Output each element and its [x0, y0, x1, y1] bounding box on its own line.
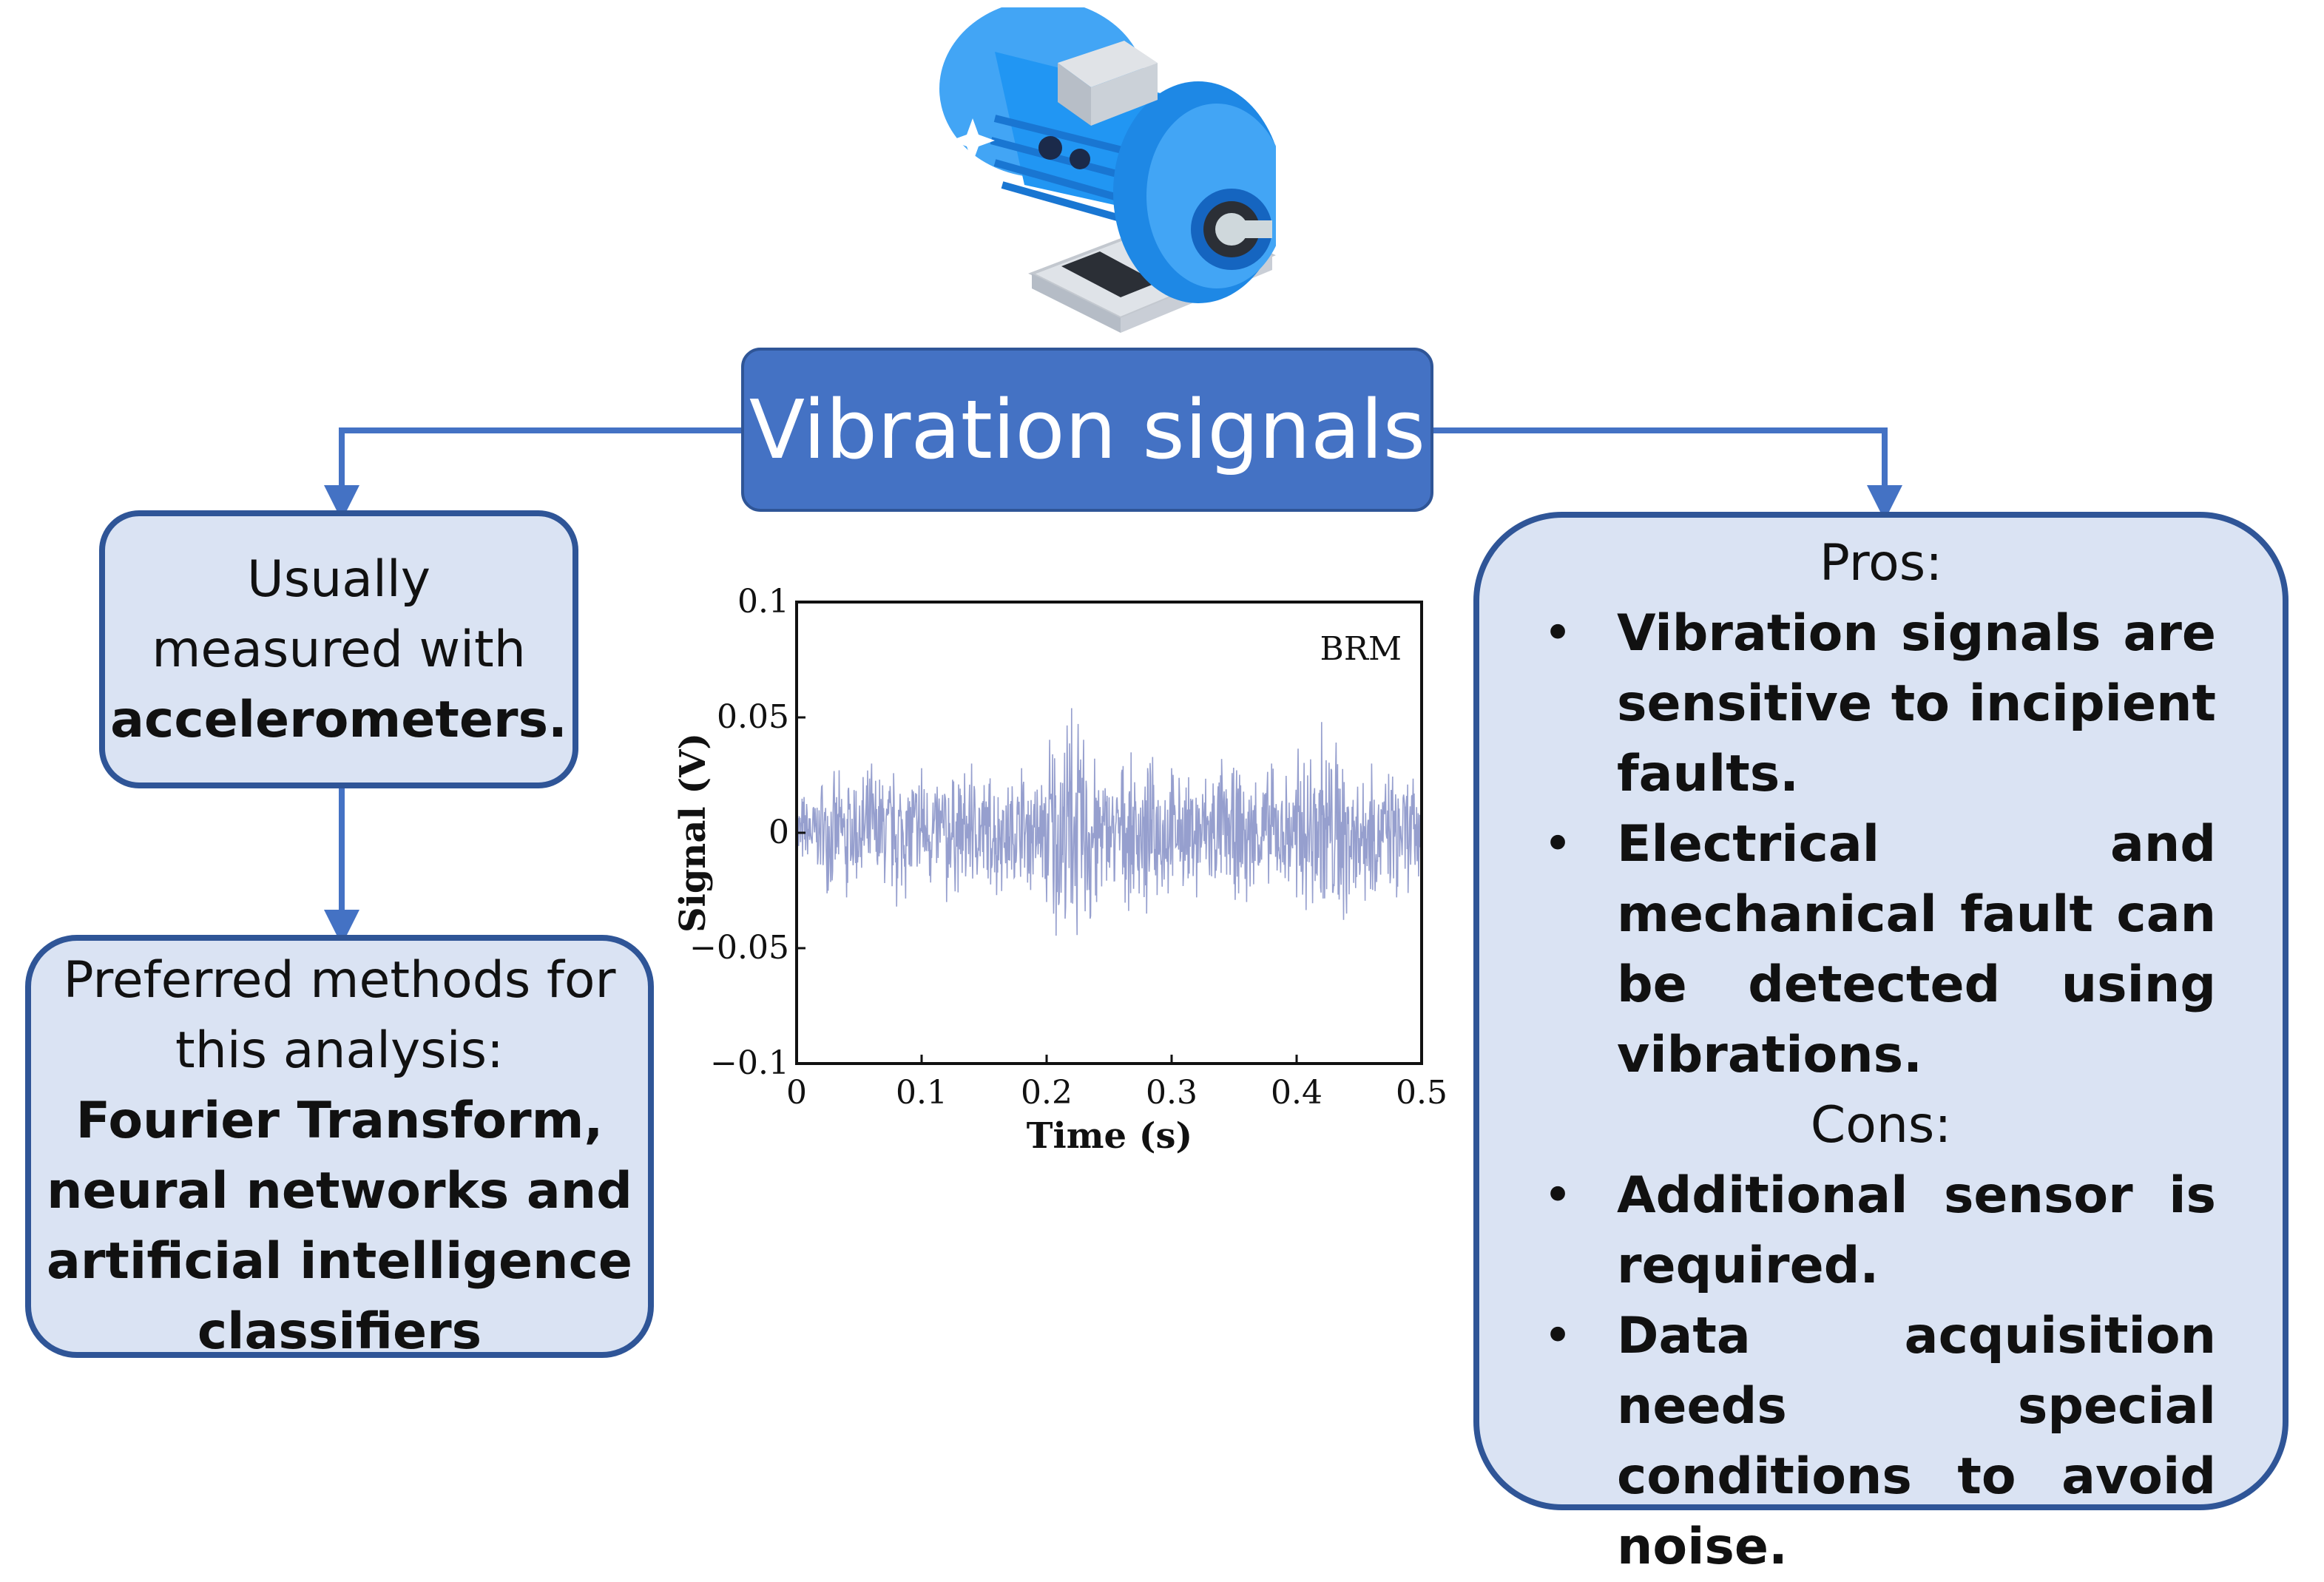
cons-list: Additional sensor is required. Data acqu…: [1479, 1160, 2283, 1582]
pros-cons-box: Pros: Vibration signals are sensitive to…: [1473, 512, 2288, 1576]
measurement-box: Usually measured with accelerometers.: [99, 510, 578, 788]
x-tick-label: 0.5: [1396, 1074, 1448, 1112]
x-tick-label: 0.3: [1146, 1074, 1198, 1112]
methods-line-1: Preferred methods for: [63, 951, 616, 1010]
x-tick-label: 0.4: [1271, 1074, 1323, 1112]
methods-line-2: this analysis:: [175, 1021, 504, 1080]
signal-trace: [796, 708, 1422, 936]
y-tick-label: 0.1: [737, 583, 789, 621]
methods-bold-1: Fourier Transform,: [75, 1092, 604, 1150]
x-tick-label: 0: [786, 1074, 807, 1112]
connector-title-to-pros: [1433, 427, 1902, 521]
methods-bold-4: classifiers: [197, 1302, 482, 1361]
y-tick-label: −0.1: [710, 1044, 789, 1082]
signal-series-line: [796, 708, 1422, 936]
x-tick-label: 0.2: [1021, 1074, 1073, 1112]
methods-bold-3: artificial intelligence: [46, 1232, 633, 1291]
cons-heading: Cons:: [1810, 1096, 1952, 1155]
x-axis-label: Time (s): [1027, 1115, 1192, 1157]
measure-line-1: Usually: [247, 550, 430, 609]
methods-box: Preferred methods for this analysis: Fou…: [25, 935, 654, 1361]
connector-lines: [324, 427, 1902, 945]
pros-item: Vibration signals are sensitive to incip…: [1479, 598, 2283, 809]
measure-line-2: measured with: [152, 620, 526, 679]
y-tick-label: 0: [769, 814, 789, 851]
pros-list: Vibration signals are sensitive to incip…: [1479, 598, 2283, 1090]
title-box: Vibration signals: [741, 348, 1433, 512]
y-tick-label: −0.05: [689, 929, 789, 967]
vibration-signal-chart: 0.1 0.05 0 −0.05 −0.1 0 0.1 0.2 0.3 0.4 …: [672, 583, 1448, 1157]
cons-item: Additional sensor is required.: [1479, 1160, 2283, 1301]
connector-title-to-measure: [324, 427, 741, 521]
x-tick-label: 0.1: [896, 1074, 947, 1112]
pros-heading: Pros:: [1819, 534, 1943, 592]
chart-annotation: BRM: [1320, 630, 1402, 668]
pros-item: Electrical and mechanical fault can be d…: [1479, 809, 2283, 1090]
measure-line-3: accelerometers.: [110, 690, 567, 749]
electric-motor-icon: [939, 7, 1276, 333]
y-axis-label: Signal (V): [672, 733, 714, 933]
methods-bold-2: neural networks and: [47, 1162, 632, 1220]
y-tick-label: 0.05: [717, 698, 789, 736]
cons-item: Data acquisition needs special condition…: [1479, 1301, 2283, 1582]
title-text: Vibration signals: [749, 382, 1426, 477]
